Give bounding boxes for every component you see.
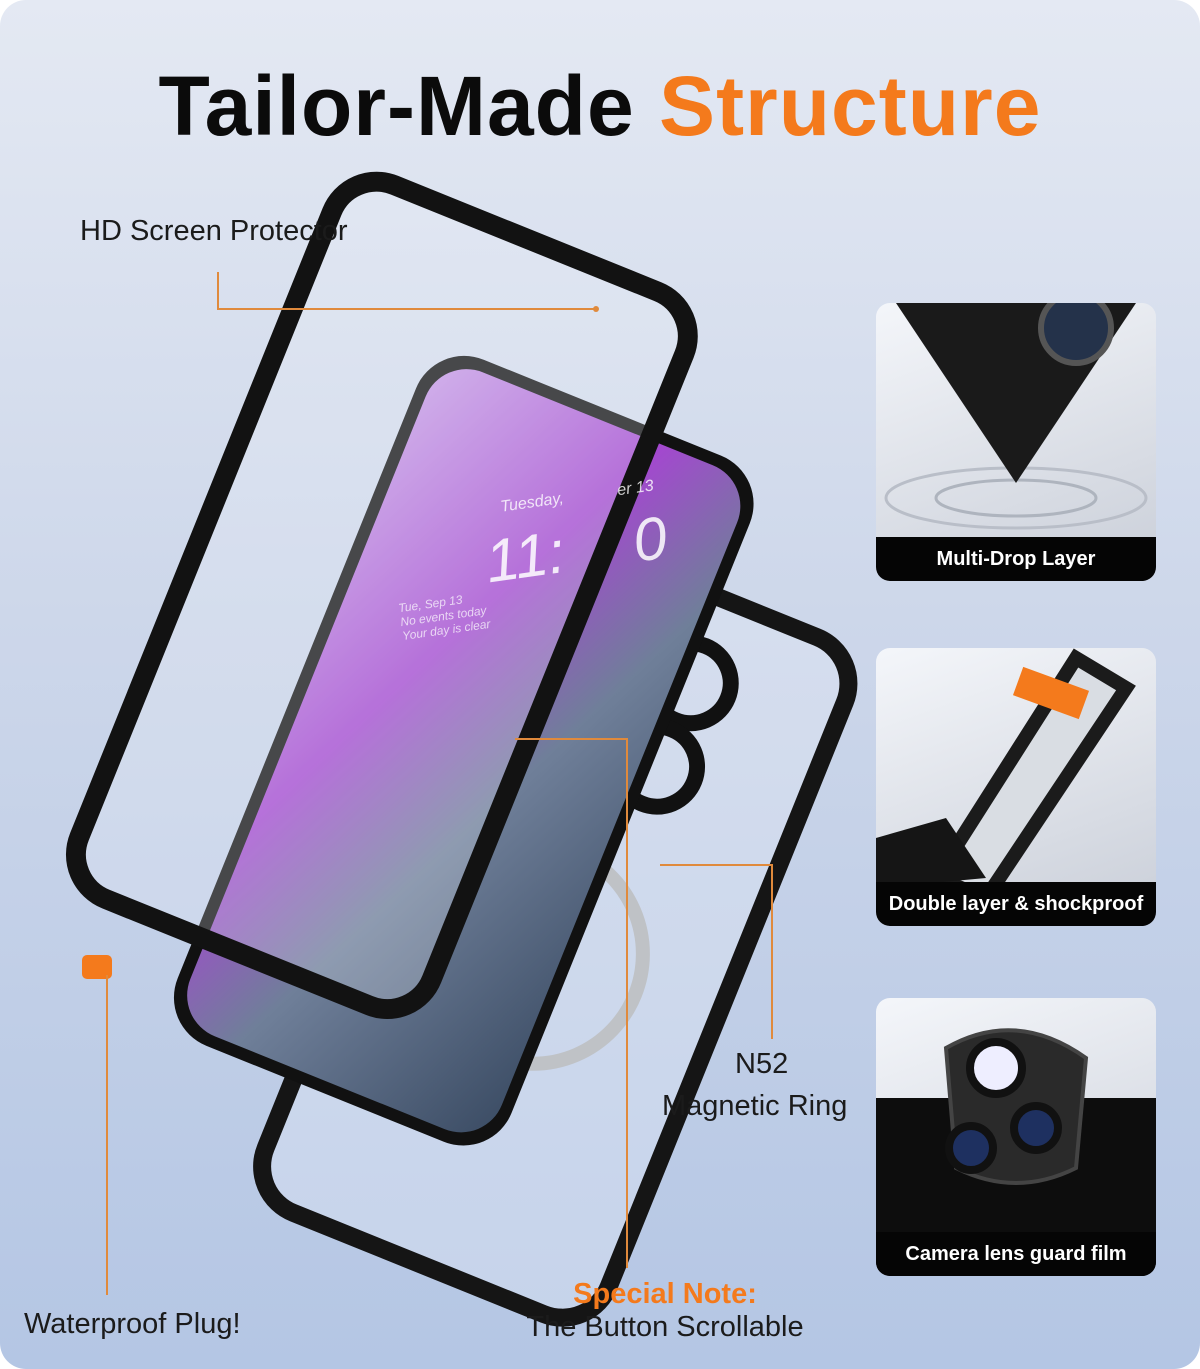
leader-line — [217, 272, 219, 310]
feature-card-double-layer: Double layer & shockproof — [876, 648, 1156, 926]
callout-waterproof-plug: Waterproof Plug! — [24, 1308, 241, 1340]
leader-line — [771, 864, 773, 1039]
leader-line — [626, 738, 628, 1268]
callout-screen-protector: HD Screen Protector — [80, 215, 348, 247]
waterproof-plug-icon — [82, 955, 112, 979]
leader-dot — [593, 306, 599, 312]
leader-line — [660, 864, 772, 866]
callout-n52: N52 — [735, 1048, 789, 1080]
leader-line — [106, 975, 108, 1295]
headline: Tailor-Made Structure — [158, 59, 1042, 153]
leader-line — [515, 738, 627, 740]
callout-magnetic-ring: Magnetic Ring — [662, 1090, 848, 1122]
front-frame — [65, 171, 698, 1020]
leader-line — [217, 308, 597, 310]
feature-card-lens-guard: Camera lens guard film — [876, 998, 1156, 1276]
phone-case-illustration — [65, 171, 858, 1327]
special-note: Special Note: The Button Scrollable — [526, 1278, 804, 1343]
feature-card-multi-drop: Multi-Drop Layer — [876, 303, 1156, 581]
